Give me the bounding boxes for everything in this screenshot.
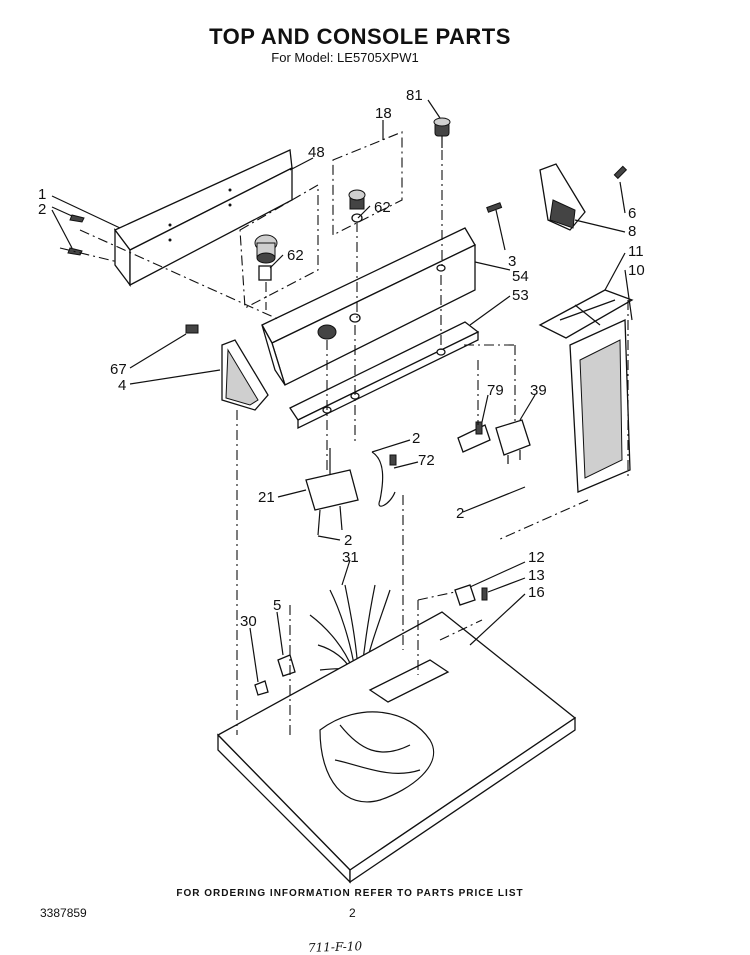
side-trim-part-4 bbox=[185, 324, 269, 411]
callout-6: 6 bbox=[628, 205, 636, 222]
document-number: 3387859 bbox=[40, 906, 87, 920]
callout-leaders bbox=[51, 99, 633, 683]
clip-part-30 bbox=[254, 680, 269, 696]
top-base-plate bbox=[216, 611, 577, 884]
callout-1: 1 bbox=[38, 186, 46, 203]
console-part-54 bbox=[261, 227, 476, 386]
knob-part-48 bbox=[239, 184, 319, 309]
callout-12: 12 bbox=[528, 549, 545, 566]
page-number: 2 bbox=[349, 906, 356, 920]
callout-4: 4 bbox=[118, 377, 126, 394]
switch-part-39 bbox=[495, 419, 531, 464]
callout-30: 30 bbox=[240, 613, 257, 630]
callout-62-lower: 62 bbox=[287, 247, 304, 264]
screw-part-2-left bbox=[67, 214, 85, 256]
callout-2-middle: 2 bbox=[412, 430, 420, 447]
clip-part-5 bbox=[277, 654, 296, 677]
ordering-note: FOR ORDERING INFORMATION REFER TO PARTS … bbox=[176, 888, 524, 899]
model-subtitle: For Model: LE5705XPW1 bbox=[271, 50, 419, 65]
switch-part-79 bbox=[457, 421, 491, 453]
callout-16: 16 bbox=[528, 584, 545, 601]
callout-79: 79 bbox=[487, 382, 504, 399]
callout-72: 72 bbox=[418, 452, 435, 469]
callout-39: 39 bbox=[530, 382, 547, 399]
callout-10: 10 bbox=[628, 262, 645, 279]
callout-13: 13 bbox=[528, 567, 545, 584]
callout-2-top: 2 bbox=[38, 201, 46, 218]
callout-8: 8 bbox=[628, 223, 636, 240]
callout-54: 54 bbox=[512, 268, 529, 285]
callout-2-timer: 2 bbox=[344, 532, 352, 549]
callout-11: 11 bbox=[628, 243, 644, 260]
knob-part-18 bbox=[332, 131, 403, 236]
callout-67: 67 bbox=[110, 361, 127, 378]
lint-screen-cover-part-11 bbox=[538, 289, 634, 339]
knob-part-81 bbox=[433, 117, 451, 148]
callout-21: 21 bbox=[258, 489, 275, 506]
callout-numbers: 1 2 48 18 81 62 62 6 3 8 54 11 10 53 67 … bbox=[38, 87, 645, 630]
timer-part-21 bbox=[305, 448, 359, 536]
page-title: TOP AND CONSOLE PARTS bbox=[209, 24, 511, 49]
back-plate-part-1 bbox=[113, 149, 293, 287]
wire-part-72 bbox=[371, 451, 397, 507]
callout-2-switch: 2 bbox=[456, 505, 464, 522]
callout-31: 31 bbox=[342, 549, 359, 566]
clip-part-12 bbox=[454, 584, 488, 606]
callout-3: 3 bbox=[508, 253, 516, 270]
callout-5: 5 bbox=[273, 597, 281, 614]
bracket-part-8 bbox=[486, 163, 628, 231]
callout-53: 53 bbox=[512, 287, 529, 304]
assembly-lines bbox=[59, 150, 629, 735]
callout-62-upper: 62 bbox=[374, 199, 391, 216]
callout-48: 48 bbox=[308, 144, 325, 161]
rail-part-53 bbox=[289, 321, 480, 430]
callout-18: 18 bbox=[375, 105, 392, 122]
lint-screen-part-10 bbox=[569, 319, 631, 493]
callout-81: 81 bbox=[406, 87, 423, 104]
